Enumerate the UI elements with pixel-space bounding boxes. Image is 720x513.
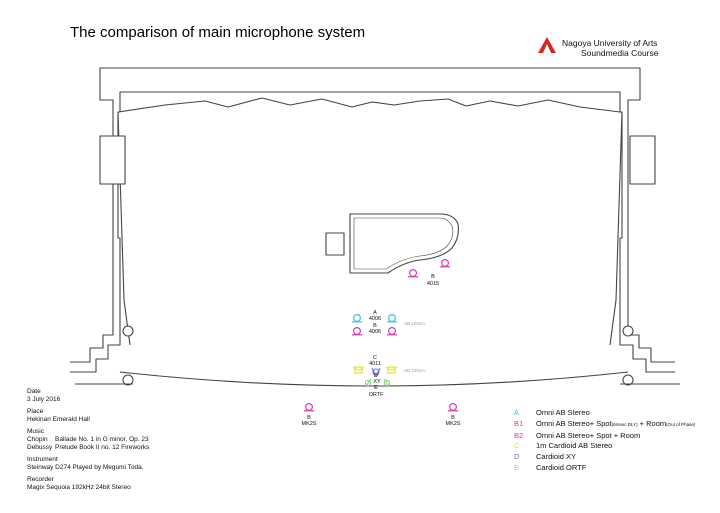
ceiling-panels [117, 97, 621, 113]
legend-code: B2 [514, 430, 524, 440]
mic-pair-b [352, 327, 397, 336]
place-value: Hekinan Emerald Hall [27, 415, 90, 423]
legend-item: D Cardioid XY [512, 452, 695, 463]
legend-code: B1 [514, 418, 524, 428]
university-logo-icon [538, 37, 556, 53]
legend-text: 1m Cardioid AB Stereo [536, 441, 613, 451]
left-pillar [122, 374, 134, 386]
right-pillar-2 [622, 325, 634, 337]
piano-spot-mics [408, 259, 450, 278]
mic-xy-d [371, 367, 381, 378]
legend-code: E [514, 462, 520, 472]
legend-code: D [514, 452, 520, 462]
legend-text: Cardioid XY [536, 452, 577, 462]
mic-pair-a [352, 314, 397, 323]
legend-text-extra: + Room [637, 418, 667, 428]
mic-e-code: E [374, 385, 378, 391]
piano-bench [325, 232, 345, 256]
right-side-box [629, 135, 656, 185]
mic-b-code: B [373, 323, 377, 329]
mic-d-model: XY [373, 379, 381, 385]
legend-item: A Omni AB Stereo [512, 408, 695, 419]
mic-a-code: A [373, 310, 377, 316]
cardioid-mic-icon [352, 366, 365, 374]
legend-code: A [514, 408, 520, 417]
mic-a-model: 4006 [369, 316, 381, 322]
right-pillar [622, 374, 634, 386]
recorder-value: Magix Sequoia 192kHz 24bit Stereo [27, 483, 131, 491]
omni-mic-icon [440, 259, 450, 268]
mic-c-spacing-note: AB 100cm [404, 368, 425, 373]
mic-e-model: ORTF [369, 392, 385, 398]
left-side-box [99, 135, 126, 185]
legend-item: E Cardioid ORTF [512, 463, 695, 474]
institution-name: Nagoya University of Arts Soundmedia Cou… [562, 38, 659, 58]
legend-text: Omni AB Stereo+ Spot + Room [536, 430, 641, 440]
room-mics [304, 403, 458, 412]
composer: Debussy [27, 443, 53, 451]
omni-mic-icon [408, 269, 418, 278]
work: Prelude Book II no. 12 Fireworks [55, 443, 150, 451]
mic-c-model: 4011 [369, 361, 381, 367]
omni-mic-icon [387, 314, 397, 323]
room-mic-left-model: MK2S [302, 421, 317, 427]
mic-ortf-e [364, 378, 391, 387]
mic-b-model: 4006 [369, 329, 381, 335]
legend-text: Omni AB Stereo+ Spot [536, 418, 612, 428]
place-label: Place [27, 408, 44, 416]
legend-item: B2 Omni AB Stereo+ Spot + Room [512, 431, 695, 442]
grand-piano-icon [325, 213, 459, 274]
music-item: Chopin Ballade No. 1 in G minor, Op. 23 [27, 436, 149, 444]
stage-edge [119, 371, 629, 387]
omni-mic-icon [352, 327, 362, 336]
piano-mic-code: B [431, 274, 435, 280]
mic-pair-c [352, 366, 398, 374]
music-label: Music [27, 428, 44, 436]
mic-a-spacing-note: AB 100cm [404, 321, 425, 326]
legend-note: (6msec DLY) [611, 421, 638, 427]
room-mic-right-code: B [451, 415, 455, 421]
hall-outer-outline [70, 67, 675, 363]
diagram-title: The comparison of main microphone system [70, 24, 366, 41]
instrument-label: Instrument [27, 456, 58, 464]
mic-legend: A Omni AB Stereo B1 Omni AB Stereo+ Spot(6… [512, 408, 695, 474]
date-value: 3 July 2016 [27, 395, 61, 403]
omni-mic-icon [387, 327, 397, 336]
legend-text: Omni AB Stereo [536, 408, 590, 417]
mic-c-code: C [373, 355, 377, 361]
institution-line-1: Nagoya University of Arts [562, 38, 658, 48]
legend-code: C [514, 441, 520, 451]
room-mic-left-code: B [307, 415, 311, 421]
omni-mic-icon [448, 403, 458, 412]
work: Ballade No. 1 in G minor, Op. 23 [55, 435, 149, 443]
institution-line-2: Soundmedia Course [581, 48, 659, 58]
legend-note: (Out of Phase) [666, 421, 696, 427]
cardioid-mic-icon [385, 366, 398, 374]
piano-mic-model: 4015 [427, 281, 439, 287]
date-label: Date [27, 388, 41, 395]
recorder-label: Recorder [27, 476, 54, 484]
composer: Chopin [27, 435, 48, 443]
left-pillar-2 [122, 325, 134, 337]
omni-mic-icon [352, 314, 362, 323]
instrument-value: Steinway D274 Played by Megumi Toda. [27, 463, 144, 471]
omni-mic-icon [304, 403, 314, 412]
recording-info: Date 3 July 2016 Place Hekinan Emerald H… [27, 388, 149, 497]
legend-text: Cardioid ORTF [536, 462, 587, 472]
legend-item: B1 Omni AB Stereo+ Spot(6msec DLY) + Room… [512, 419, 695, 431]
hall-inner-outline [70, 91, 675, 373]
room-mic-right-model: MK2S [446, 421, 461, 427]
mic-d-code: D [374, 373, 378, 379]
legend-item: C 1m Cardioid AB Stereo [512, 441, 695, 452]
